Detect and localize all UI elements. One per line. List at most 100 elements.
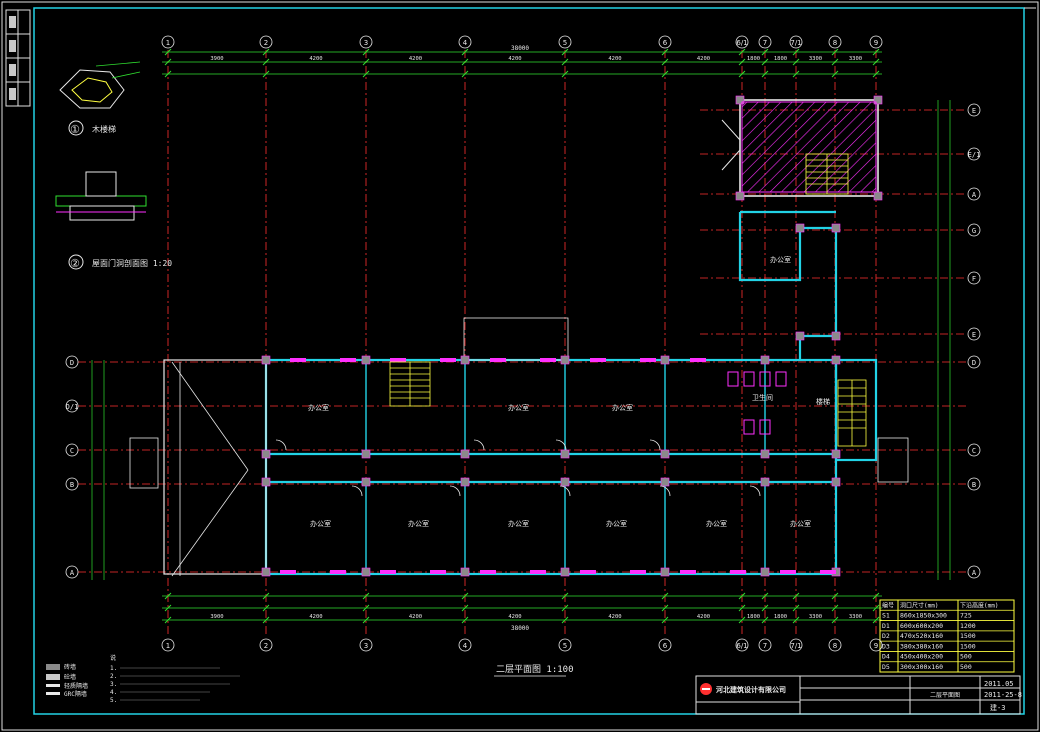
axis-bubble	[758, 638, 772, 652]
axis-bubble	[65, 399, 79, 413]
column	[361, 477, 371, 487]
dim-total: 38000	[511, 45, 529, 52]
dim-tick	[164, 604, 172, 612]
column	[735, 95, 745, 105]
axis-label: 5	[563, 39, 567, 47]
dim-tick	[792, 592, 800, 600]
schedule-cell: 1500	[960, 642, 976, 650]
window	[590, 358, 606, 362]
column	[831, 355, 841, 365]
axis-label: 4	[463, 642, 468, 650]
dim-tick	[872, 616, 880, 624]
axis-label: A	[70, 569, 75, 577]
axis-bubble	[869, 638, 883, 652]
room-label: 楼梯	[816, 397, 830, 406]
dim-tick	[461, 48, 469, 56]
dim-value: 3300	[809, 56, 822, 62]
dim-tick	[872, 58, 880, 66]
legend-item: 砖墙	[64, 663, 76, 671]
legend-note: 3.	[110, 681, 117, 688]
window	[630, 570, 646, 574]
schedule-cell: S1	[882, 612, 890, 620]
dim-tick	[761, 70, 769, 78]
drawing-date-2: 2011-25-8	[984, 691, 1022, 699]
legend-heading: 说	[110, 654, 116, 662]
dim-tick	[661, 70, 669, 78]
window	[390, 358, 406, 362]
column	[760, 449, 770, 459]
axis-bubble	[869, 35, 883, 49]
axis-bubble	[967, 187, 981, 201]
dim-tick	[831, 48, 839, 56]
axis-label: B	[70, 481, 74, 489]
dim-tick	[362, 70, 370, 78]
axis-label: 2	[264, 642, 268, 650]
legend-note: 5.	[110, 697, 117, 704]
dim-tick	[262, 604, 270, 612]
axis-bubble	[658, 35, 672, 49]
axis-bubble	[65, 477, 79, 491]
dim-value: 4200	[508, 56, 521, 62]
upper-wing-wall	[738, 212, 838, 360]
dim-tick	[362, 616, 370, 624]
column	[560, 477, 570, 487]
dim-tick	[831, 604, 839, 612]
door-swing	[555, 439, 567, 451]
axis-bubble	[458, 35, 472, 49]
detail-2-label: 屋面门洞剖面图 1:20	[92, 258, 172, 268]
dim-tick	[561, 604, 569, 612]
detail-1-number: ①	[70, 123, 80, 136]
dim-tick	[362, 604, 370, 612]
axis-bubble	[161, 35, 175, 49]
window	[480, 570, 496, 574]
column	[795, 331, 805, 341]
room-label: 办公室	[408, 519, 429, 528]
dim-tick	[738, 616, 746, 624]
dim-tick	[738, 592, 746, 600]
dim-tick	[872, 604, 880, 612]
dim-tick	[461, 616, 469, 624]
axis-bubble	[758, 35, 772, 49]
schedule-header: 编号	[882, 601, 894, 609]
column	[560, 567, 570, 577]
dim-tick	[831, 70, 839, 78]
column	[660, 355, 670, 365]
axis-label: C	[70, 447, 74, 455]
column	[660, 449, 670, 459]
schedule-cell: D2	[882, 632, 890, 640]
axis-bubble	[828, 35, 842, 49]
dim-tick	[761, 48, 769, 56]
dim-tick	[362, 592, 370, 600]
sheet-number: 建-3	[990, 703, 1005, 712]
schedule-cell: D1	[882, 622, 890, 630]
legend-item: 轻质隔墙	[64, 682, 88, 690]
dim-tick	[661, 48, 669, 56]
axis-bubble	[458, 638, 472, 652]
axis-bubble	[967, 103, 981, 117]
dim-tick	[792, 48, 800, 56]
dim-total: 38000	[511, 625, 529, 632]
dim-tick	[761, 604, 769, 612]
binding-strip	[5, 9, 31, 107]
axis-label: 4	[463, 39, 468, 47]
dim-tick	[792, 58, 800, 66]
schedule-cell: 600x600x200	[900, 622, 943, 630]
column	[261, 567, 271, 577]
window	[340, 358, 356, 362]
window	[730, 570, 746, 574]
dim-tick	[792, 604, 800, 612]
door-swing	[449, 485, 461, 497]
column	[660, 477, 670, 487]
stair-1	[389, 361, 431, 407]
upper-wing-wall	[739, 99, 879, 197]
column	[361, 567, 371, 577]
balcony-outline	[463, 317, 569, 361]
dim-value: 4200	[697, 614, 710, 620]
axis-label: 8	[833, 642, 837, 650]
stair-2	[805, 153, 849, 195]
axis-label: C	[972, 447, 976, 455]
bay-window	[721, 119, 741, 141]
dim-tick	[164, 592, 172, 600]
schedule-cell: D3	[882, 642, 890, 650]
dim-tick	[872, 48, 880, 56]
